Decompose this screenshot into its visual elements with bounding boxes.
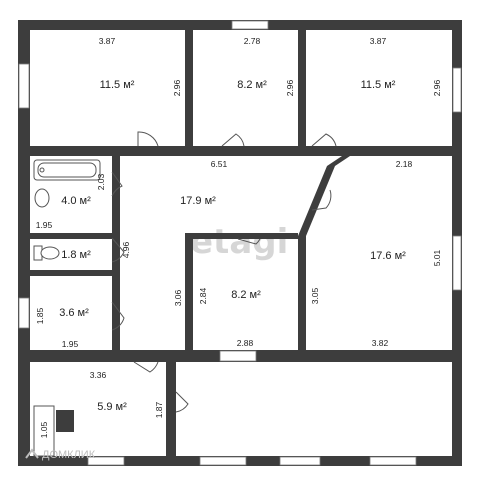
- window-right-top: [452, 67, 462, 113]
- brand-logo: ДОМКЛИК: [25, 448, 96, 461]
- hall-side: 4.96: [121, 241, 131, 258]
- window-bottom-left: [87, 456, 125, 466]
- room-top-right-depth: 2.96: [432, 79, 442, 96]
- watermark: etagi: [190, 222, 288, 262]
- wall-h-toilet: [30, 270, 112, 276]
- room-top-right-area: 11.5 м²: [361, 79, 396, 91]
- wall-diagonal: [298, 166, 335, 236]
- wall-v-bottom: [166, 362, 176, 456]
- room-top-left-area: 11.5 м²: [100, 79, 135, 91]
- door-small-room: [111, 301, 125, 331]
- room-bottom-left-depth: 1.87: [154, 401, 164, 418]
- window-right-mid: [452, 235, 462, 291]
- door-right: [311, 189, 332, 211]
- wall-v-center-right: [298, 236, 306, 350]
- door-center: [237, 238, 261, 245]
- wall-v-top-1: [185, 30, 193, 146]
- window-center-room: [219, 350, 257, 362]
- window-bottom-1: [199, 456, 247, 466]
- room-small-left-width: 1.95: [62, 339, 79, 349]
- house-icon: [25, 448, 39, 459]
- room-top-right-width: 3.87: [370, 36, 387, 46]
- wall-h-mid-right: [166, 350, 452, 362]
- door-toilet: [111, 237, 125, 263]
- wall-v-top-2: [298, 30, 306, 146]
- room-right-top: 2.18: [396, 159, 413, 169]
- bathroom-width: 1.95: [36, 220, 53, 230]
- room-small-left-depth: 1.85: [35, 307, 45, 324]
- window-top: [231, 20, 269, 30]
- door-bottom-right: [175, 391, 189, 413]
- door-bottom-left: [133, 361, 159, 373]
- hall-area: 17.9 м²: [180, 195, 216, 207]
- wall-v-center-left: [185, 233, 193, 350]
- window-left-small: [18, 297, 30, 329]
- bathroom-area: 4.0 м²: [61, 195, 91, 207]
- room-center-area: 8.2 м²: [231, 289, 261, 301]
- room-top-mid-depth: 2.96: [285, 79, 295, 96]
- room-top-left-width: 3.87: [99, 36, 116, 46]
- room-center-depth: 2.84: [198, 287, 208, 304]
- window-left-top: [18, 63, 30, 109]
- wall-h-top-rooms: [30, 146, 452, 156]
- window-bottom-2: [279, 456, 321, 466]
- room-right-width: 3.82: [372, 338, 389, 348]
- room-small-left-area: 3.6 м²: [59, 307, 89, 319]
- wall-h-bath: [30, 233, 112, 239]
- room-top-left-depth: 2.96: [172, 79, 182, 96]
- bathroom-depth: 2.03: [96, 173, 106, 190]
- room-top-mid-area: 8.2 м²: [237, 79, 267, 91]
- brand-text: ДОМКЛИК: [42, 449, 96, 461]
- bathtub-drain-icon: [39, 167, 45, 173]
- room-bottom-left-area: 5.9 м²: [97, 401, 127, 413]
- stove-icon: [56, 410, 74, 432]
- room-bottom-left-width: 3.36: [90, 370, 107, 380]
- room-right-area: 17.6 м²: [370, 250, 406, 262]
- room-right-side: 3.05: [310, 287, 320, 304]
- wall-v-left-rooms: [112, 156, 120, 354]
- window-bottom-3: [369, 456, 417, 466]
- wall-diagonal-top: [327, 156, 350, 166]
- toilet-bowl-icon: [40, 246, 60, 260]
- wall-h-center-top: [185, 233, 298, 239]
- toilet-area: 1.8 м²: [61, 249, 91, 261]
- outer-wall-left: [18, 20, 30, 466]
- stove-niche-size: 1.05: [39, 421, 49, 438]
- room-center-width: 2.88: [237, 338, 254, 348]
- hall-width: 6.51: [211, 159, 228, 169]
- room-center-side: 3.06: [173, 289, 183, 306]
- sink-icon: [34, 188, 50, 208]
- room-right-depth: 5.01: [432, 249, 442, 266]
- room-top-mid-width: 2.78: [244, 36, 261, 46]
- bathtub-inner: [37, 162, 97, 178]
- stove-niche: [33, 405, 55, 457]
- door-top-right: [311, 133, 337, 147]
- door-top-left: [137, 131, 159, 147]
- door-top-mid: [221, 133, 245, 147]
- door-bath: [111, 171, 123, 197]
- wall-h-mid: [30, 350, 166, 362]
